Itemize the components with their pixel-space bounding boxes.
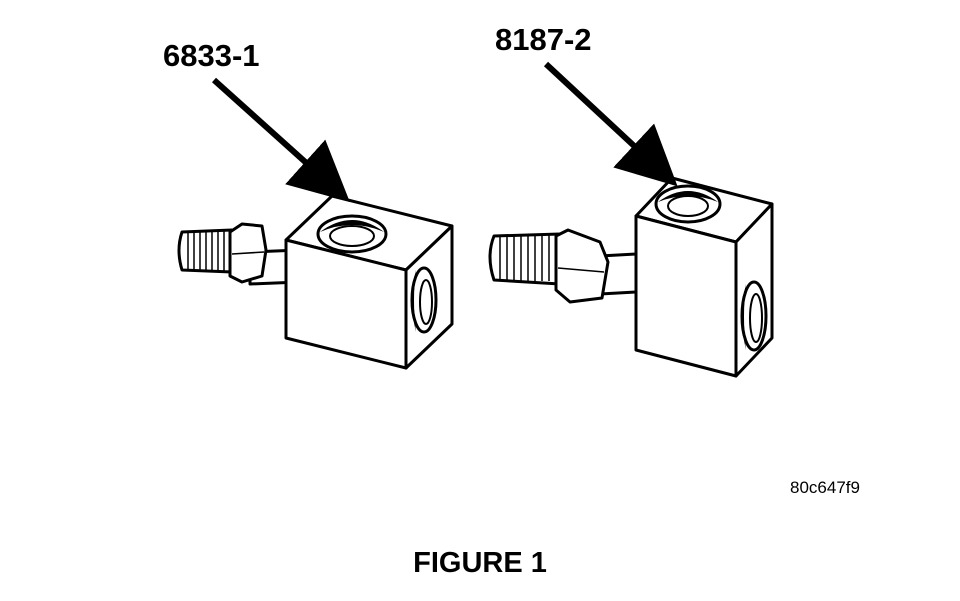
- fitting-left: [177, 194, 454, 370]
- figure-caption: FIGURE 1: [413, 547, 547, 579]
- threads-left: [187, 231, 225, 271]
- threads-right: [499, 235, 550, 281]
- arrow-right: [543, 61, 678, 187]
- block-front-right: [634, 214, 738, 378]
- image-code: 80c647f9: [790, 478, 860, 497]
- arrow-left: [211, 77, 350, 203]
- fitting-right: [488, 176, 774, 378]
- part-label-left: 6833-1: [163, 38, 260, 73]
- hex-coupling-right: [554, 228, 610, 304]
- part-label-right: 8187-2: [495, 22, 592, 57]
